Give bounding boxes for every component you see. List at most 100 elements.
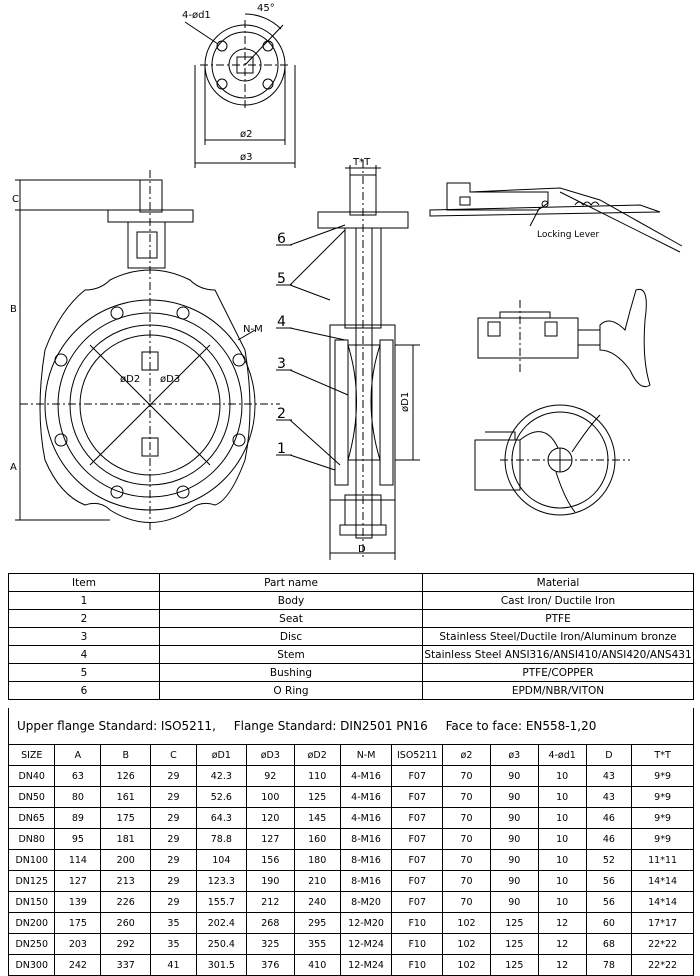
dim-cell: 92	[245, 765, 295, 787]
dim-cell: 161	[100, 786, 152, 808]
dim-cell: 43	[585, 765, 633, 787]
dim-cell: DN65	[7, 807, 56, 829]
dim-cell: 325	[245, 933, 295, 955]
dim-cell: 125	[489, 912, 539, 934]
dim-cell: 202.4	[195, 912, 247, 934]
dim-cell: 102	[442, 954, 491, 976]
dim-cell: 70	[442, 786, 491, 808]
dim-cell: 155.7	[195, 891, 247, 913]
dim-cell: 8-M16	[339, 849, 393, 871]
dim-cell: 43	[585, 786, 633, 808]
dim-cell: 127	[245, 828, 295, 850]
dim-cell: 89	[54, 807, 102, 829]
dim-cell: 22*22	[631, 954, 694, 976]
item-cell: 3	[8, 627, 160, 646]
dim-header-cell: A	[54, 744, 102, 766]
dim-cell: 295	[293, 912, 341, 934]
valve-section-view	[276, 160, 420, 560]
dim-cell: 102	[442, 912, 491, 934]
dim-cell: DN150	[7, 891, 56, 913]
dim-header-cell: ø2	[442, 744, 491, 766]
technical-drawing: 4-ød1 45° ø2 ø3 C B A N-M øD2	[10, 3, 683, 560]
dim-cell: F10	[391, 933, 444, 955]
dim-cell: 126	[100, 765, 152, 787]
dim-cell: 42.3	[195, 765, 247, 787]
dim-cell: 29	[150, 891, 197, 913]
dim-cell: 410	[293, 954, 341, 976]
part-cell: O Ring	[159, 681, 423, 700]
flange-od-label: ø3	[240, 152, 252, 163]
callout-1: 1	[277, 441, 286, 457]
dim-cell: 90	[489, 891, 539, 913]
dim-cell: DN80	[7, 828, 56, 850]
dim-cell: 127	[54, 870, 102, 892]
dim-cell: 123.3	[195, 870, 247, 892]
part-cell: Bushing	[159, 663, 423, 682]
dim-cell: F07	[391, 807, 444, 829]
material-cell: Stainless Steel/Ductile Iron/Aluminum br…	[422, 627, 694, 646]
dim-cell: 337	[100, 954, 152, 976]
part-cell: Stem	[159, 645, 423, 664]
d1-label: øD1	[400, 392, 411, 412]
dim-cell: 180	[293, 849, 341, 871]
dim-cell: 125	[293, 786, 341, 808]
dim-cell: 78.8	[195, 828, 247, 850]
material-cell: PTFE	[422, 609, 694, 628]
dim-cell: 35	[150, 933, 197, 955]
dim-cell: 175	[100, 807, 152, 829]
dim-cell: 63	[54, 765, 102, 787]
dim-cell: F07	[391, 870, 444, 892]
dim-cell: 17*17	[631, 912, 694, 934]
dim-cell: 292	[100, 933, 152, 955]
dim-cell: 12-M24	[339, 954, 393, 976]
part-cell: Seat	[159, 609, 423, 628]
dim-cell: 46	[585, 828, 633, 850]
dim-cell: 9*9	[631, 765, 694, 787]
dim-cell: 10	[537, 870, 587, 892]
dim-cell: 29	[150, 807, 197, 829]
dim-cell: 260	[100, 912, 152, 934]
dim-cell: 125	[489, 954, 539, 976]
dim-cell: 4-M16	[339, 786, 393, 808]
dim-cell: DN40	[7, 765, 56, 787]
dim-cell: 100	[245, 786, 295, 808]
part-cell: Body	[159, 591, 423, 610]
callout-3: 3	[277, 356, 286, 372]
dim-a-label: A	[10, 462, 17, 473]
dim-cell: 156	[245, 849, 295, 871]
dim-cell: 203	[54, 933, 102, 955]
flange-standard: Flange Standard: DIN2501 PN16	[233, 719, 428, 733]
dim-cell: 9*9	[631, 807, 694, 829]
dim-cell: 104	[195, 849, 247, 871]
item-cell: 6	[8, 681, 160, 700]
dim-cell: 301.5	[195, 954, 247, 976]
dim-cell: 29	[150, 870, 197, 892]
dim-cell: 64.3	[195, 807, 247, 829]
dim-cell: 213	[100, 870, 152, 892]
item-cell: 1	[8, 591, 160, 610]
dim-cell: 29	[150, 828, 197, 850]
dim-cell: 70	[442, 765, 491, 787]
dim-cell: 90	[489, 807, 539, 829]
dim-cell: 139	[54, 891, 102, 913]
dim-cell: 70	[442, 870, 491, 892]
dim-cell: 268	[245, 912, 295, 934]
locking-lever-view	[429, 182, 683, 253]
top-flange-view	[184, 13, 296, 168]
dim-cell: 10	[537, 828, 587, 850]
item-cell: 4	[8, 645, 160, 664]
item-cell: 5	[8, 663, 160, 682]
dim-cell: F07	[391, 891, 444, 913]
dim-cell: 11*11	[631, 849, 694, 871]
dim-cell: 10	[537, 765, 587, 787]
